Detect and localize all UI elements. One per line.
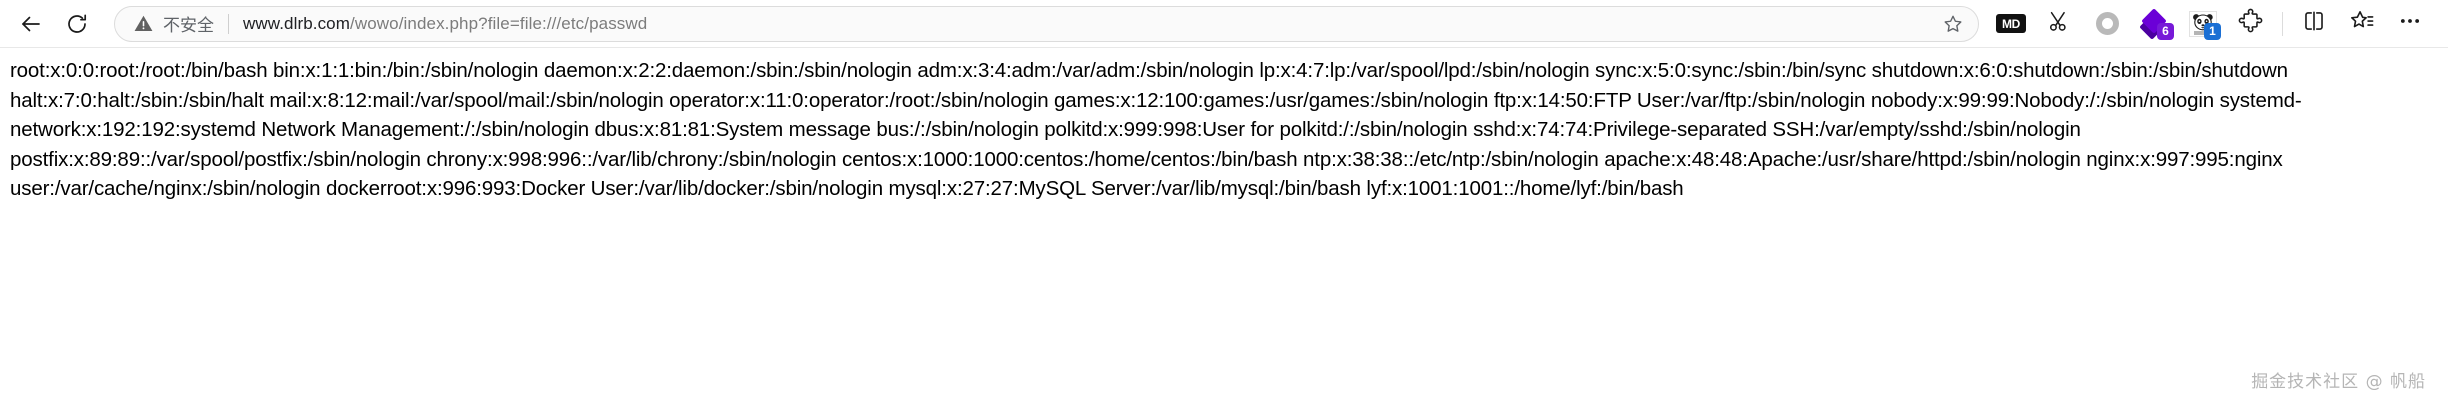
passwd-file-content: root:x:0:0:root:/root:/bin/bash bin:x:1:… — [10, 59, 2302, 201]
url-path: /wowo/index.php?file=file:///etc/passwd — [350, 13, 648, 33]
recorder-extension[interactable] — [2083, 2, 2131, 46]
url-text[interactable]: www.dlrb.com/wowo/index.php?file=file://… — [243, 14, 1936, 34]
md-icon: MD — [1996, 14, 2026, 33]
markdown-download-extension[interactable]: MD — [1987, 2, 2035, 46]
diamond-stack-icon: 6 — [2139, 7, 2174, 40]
toolbar-divider — [2282, 11, 2283, 36]
toolbar-actions: MD 6 — [1987, 2, 2434, 46]
refresh-icon — [65, 12, 89, 36]
settings-and-more-button[interactable] — [2386, 2, 2434, 46]
back-button[interactable] — [8, 1, 54, 47]
browser-toolbar: 不安全 www.dlrb.com/wowo/index.php?file=fil… — [0, 0, 2448, 48]
collections-button[interactable] — [2338, 2, 2386, 46]
favorite-star-icon[interactable] — [1936, 7, 1970, 41]
refresh-button[interactable] — [54, 1, 100, 47]
collections-star-icon — [2349, 8, 2375, 39]
purple-diamond-extension[interactable]: 6 — [2131, 2, 2179, 46]
donut-circle-icon — [2095, 12, 2119, 35]
scissors-icon — [2047, 9, 2072, 39]
split-screen-icon — [2301, 8, 2327, 39]
panda-profile[interactable]: 1 — [2179, 2, 2227, 46]
back-arrow-icon — [19, 12, 43, 36]
panda-avatar-icon: 1 — [2189, 10, 2221, 40]
watermark: 掘金技术社区 @ 帆船 — [2251, 372, 2426, 392]
puzzle-piece-icon — [2238, 8, 2264, 39]
extensions-button[interactable] — [2227, 2, 2275, 46]
profile-badge-count: 1 — [2204, 22, 2221, 40]
screenshot-clip-extension[interactable] — [2035, 2, 2083, 46]
address-divider — [228, 13, 229, 34]
url-host: www.dlrb.com — [243, 13, 351, 33]
split-screen-button[interactable] — [2290, 2, 2338, 46]
address-bar[interactable]: 不安全 www.dlrb.com/wowo/index.php?file=fil… — [114, 5, 1979, 42]
ellipsis-icon — [2397, 8, 2423, 39]
extension-badge-count: 6 — [2157, 22, 2174, 40]
page-viewport: root:x:0:0:root:/root:/bin/bash bin:x:1:… — [0, 48, 2448, 402]
security-label[interactable]: 不安全 — [163, 16, 214, 36]
warning-triangle-icon[interactable] — [133, 13, 154, 34]
